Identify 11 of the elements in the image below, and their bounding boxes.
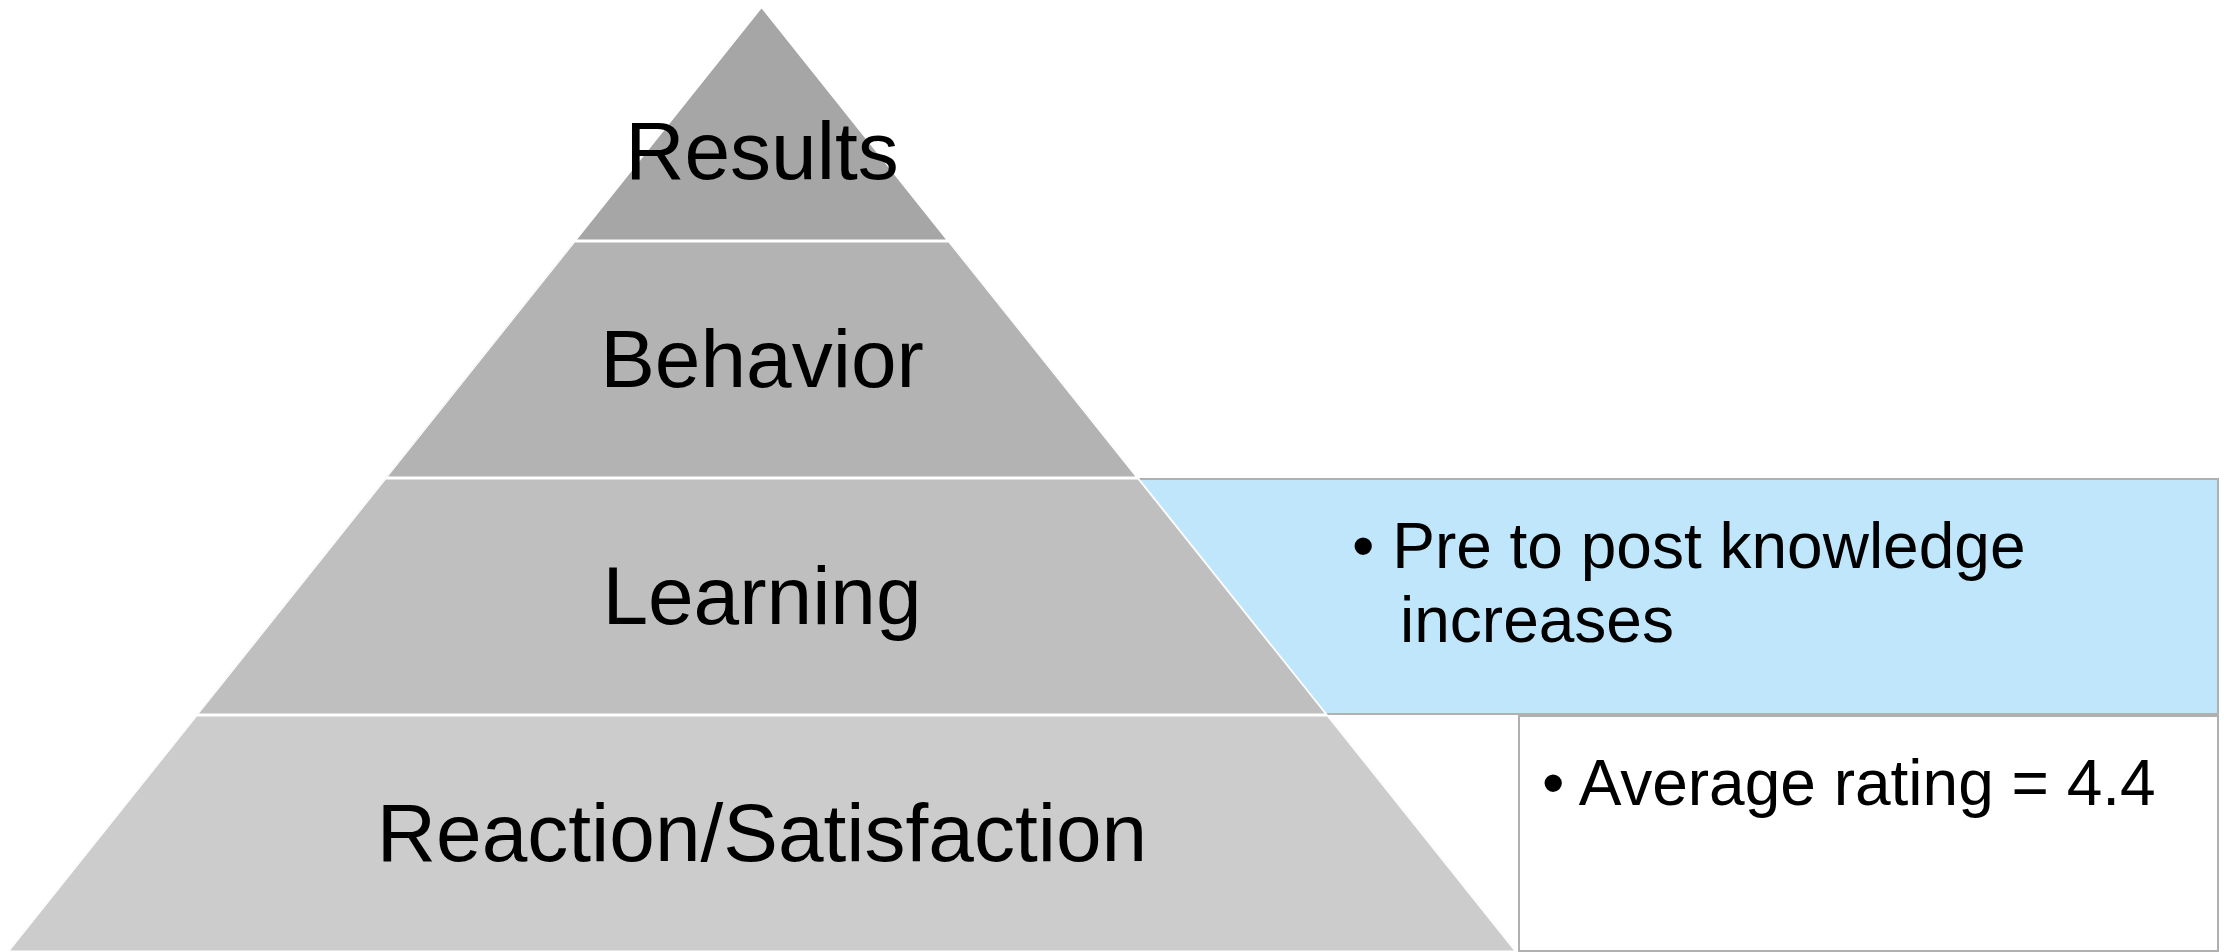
text-panel bbox=[1518, 715, 2219, 952]
text-panel bbox=[1139, 478, 2219, 715]
tier-label: Results bbox=[624, 103, 900, 198]
pyramid-tier bbox=[196, 478, 1328, 715]
tier-label: Learning bbox=[601, 548, 923, 643]
pyramid-tier bbox=[385, 241, 1139, 478]
bullet-text: • Average rating = 4.4 bbox=[1542, 747, 2157, 821]
bullet-text: • Pre to post knowledge increases bbox=[1352, 510, 2027, 658]
tier-label: Behavior bbox=[599, 311, 925, 406]
tier-label: Reaction/Satisfaction bbox=[375, 785, 1149, 880]
pyramid-tier bbox=[7, 715, 1517, 952]
